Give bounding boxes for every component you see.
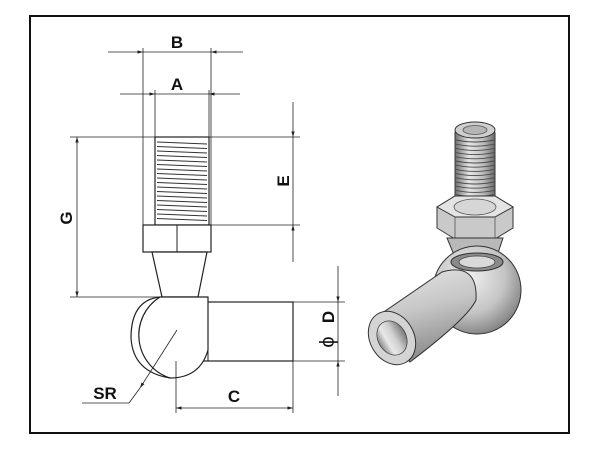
thread-line: [156, 172, 208, 177]
iso-thread-line: [455, 189, 495, 193]
thread-line: [156, 204, 208, 208]
label-e: E: [274, 175, 293, 186]
dimension-b: B: [108, 33, 243, 225]
thread-line: [156, 163, 208, 168]
dimension-c: C: [175, 361, 294, 413]
thread-line: [156, 177, 208, 181]
iso-thread-line: [455, 168, 495, 172]
thread-line: [156, 208, 208, 213]
iso-thread-line: [455, 143, 495, 147]
label-g: G: [57, 211, 76, 224]
iso-thread-line: [455, 147, 495, 151]
label-diameter-symbol: ϕ: [317, 336, 339, 347]
iso-bore: [376, 320, 408, 356]
iso-thread-line: [455, 164, 495, 168]
isometric-view: [367, 121, 522, 366]
orthographic-view: [130, 136, 294, 379]
thread-line: [156, 154, 208, 159]
iso-thread-line: [455, 160, 495, 164]
iso-thread-line: [455, 185, 495, 189]
thread-line: [156, 181, 208, 186]
label-d: D: [319, 311, 338, 323]
thread-line: [156, 150, 208, 154]
thread-line: [156, 213, 208, 217]
iso-thread-line: [455, 156, 495, 160]
iso-thread-line: [455, 139, 495, 143]
thread-line: [156, 199, 208, 204]
dimension-a: A: [120, 75, 240, 137]
label-c: C: [228, 387, 240, 406]
iso-thread-line: [455, 181, 495, 185]
thread-line: [156, 145, 208, 150]
thread-line: [156, 141, 208, 145]
label-sr: SR: [93, 384, 117, 403]
dimension-e: E: [209, 102, 300, 262]
thread-lines: [156, 141, 208, 222]
thread-line: [156, 186, 208, 190]
thread-line: [156, 168, 208, 172]
iso-thread-line: [455, 173, 495, 177]
iso-thread-line: [455, 177, 495, 181]
thread-line: [156, 217, 208, 222]
thread-line: [156, 190, 208, 195]
label-b: B: [171, 33, 183, 52]
neck: [151, 251, 208, 298]
thread-line: [156, 159, 208, 163]
iso-thread-line: [455, 152, 495, 156]
dimension-sr: SR: [82, 329, 178, 404]
dimension-g: G: [57, 136, 160, 298]
dimension-d: D ϕ: [293, 266, 345, 396]
label-a: A: [171, 75, 183, 94]
drawing-frame: [29, 15, 570, 434]
thread-line: [156, 195, 208, 199]
ball-socket: [138, 296, 209, 379]
